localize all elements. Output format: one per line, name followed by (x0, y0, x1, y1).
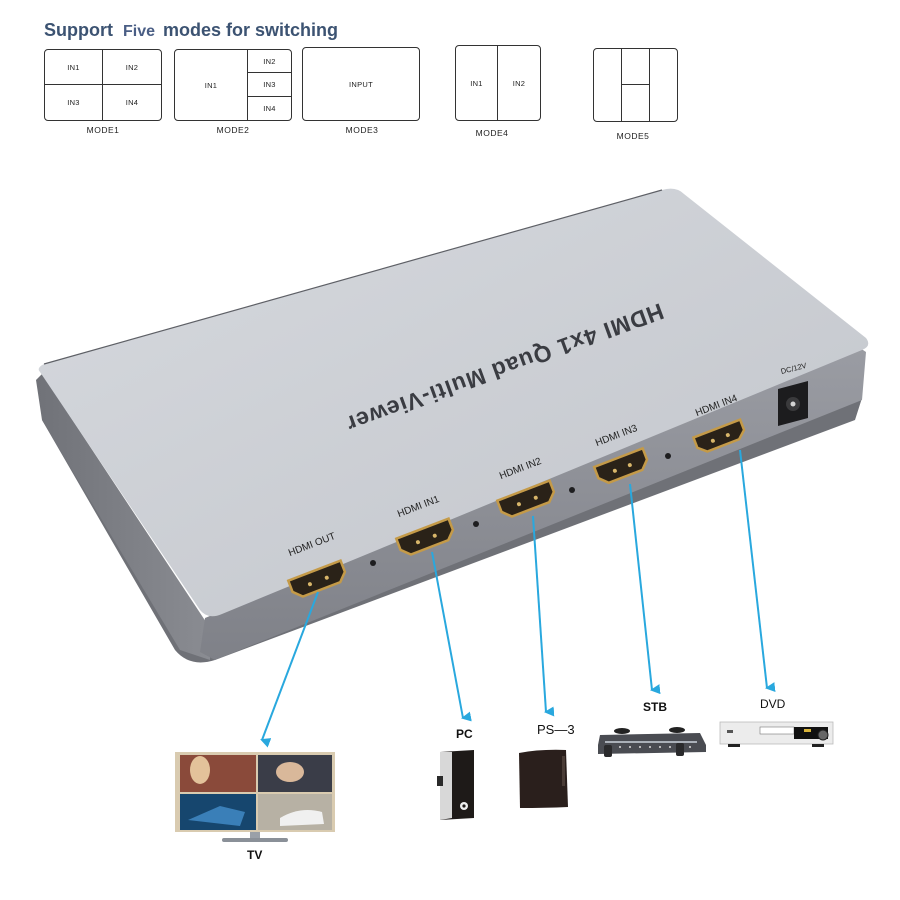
headline-count: Five (123, 23, 156, 40)
port-hdmi-in1 (394, 517, 455, 556)
mode2-label: MODE2 (216, 125, 250, 135)
mode5-cell-left (594, 49, 622, 121)
power-jack (778, 381, 808, 426)
mode5-cell-center-bottom (622, 85, 650, 121)
mode4-label: MODE4 (475, 128, 509, 138)
mode1-cell-in2: IN2 (103, 50, 161, 85)
connection-arrows (260, 449, 776, 748)
label-tv: TV (247, 848, 263, 862)
mode5-label: MODE5 (616, 131, 650, 141)
arrow-in4-to-dvd (739, 449, 776, 693)
led-hole-4 (665, 453, 671, 459)
label-ps3: PS—3 (537, 722, 575, 737)
led-hole-3 (569, 487, 575, 493)
mode5-cell-center-top (622, 49, 650, 85)
led-hole-2 (473, 521, 479, 527)
headline-suffix: modes for switching (163, 20, 339, 40)
mode1-cell-in1: IN1 (45, 50, 103, 85)
headline-prefix: Support (44, 20, 113, 40)
stb-image (598, 727, 706, 757)
label-pc: PC (456, 727, 473, 741)
ps3-image (519, 749, 568, 808)
arrow-in3-to-stb (629, 483, 661, 695)
pc-image (437, 750, 474, 820)
led-hole-1 (370, 560, 376, 566)
mode4-cell-in2: IN2 (512, 78, 526, 88)
tv-image (175, 752, 335, 842)
mode1-diagram: IN1 IN2 IN3 IN4 (44, 49, 162, 121)
mode1-cell-in3: IN3 (45, 85, 103, 120)
port-hdmi-in4 (691, 418, 746, 453)
mode3-cell-input: INPUT (349, 79, 373, 89)
mode1-cell-in4: IN4 (125, 98, 139, 107)
mode3-label: MODE3 (345, 125, 379, 135)
mode3-diagram: INPUT (302, 47, 420, 121)
mode2-diagram: IN1 IN2 IN3 IN4 (174, 49, 292, 121)
port-hdmi-out (286, 559, 347, 598)
mode4-cell-in1: IN1 (456, 46, 498, 120)
arrow-in1-to-pc (431, 551, 472, 722)
mode2-cell-in2: IN2 (248, 50, 291, 73)
headline: Support Five modes for switching (44, 20, 338, 41)
mode2-cell-in4: IN4 (263, 104, 276, 113)
dvd-image (719, 721, 834, 747)
mode2-cell-in3: IN3 (248, 73, 291, 97)
label-dvd: DVD (760, 697, 786, 711)
label-stb: STB (643, 700, 667, 714)
mode5-diagram (593, 48, 678, 122)
port-hdmi-in3 (592, 446, 649, 485)
mode2-cell-in1: IN1 (175, 50, 248, 120)
arrow-in2-to-ps3 (532, 515, 555, 717)
mode4-diagram: IN1 IN2 (455, 45, 541, 121)
mode1-label: MODE1 (86, 125, 120, 135)
arrow-out-to-tv (260, 591, 319, 748)
port-hdmi-in2 (495, 479, 556, 518)
